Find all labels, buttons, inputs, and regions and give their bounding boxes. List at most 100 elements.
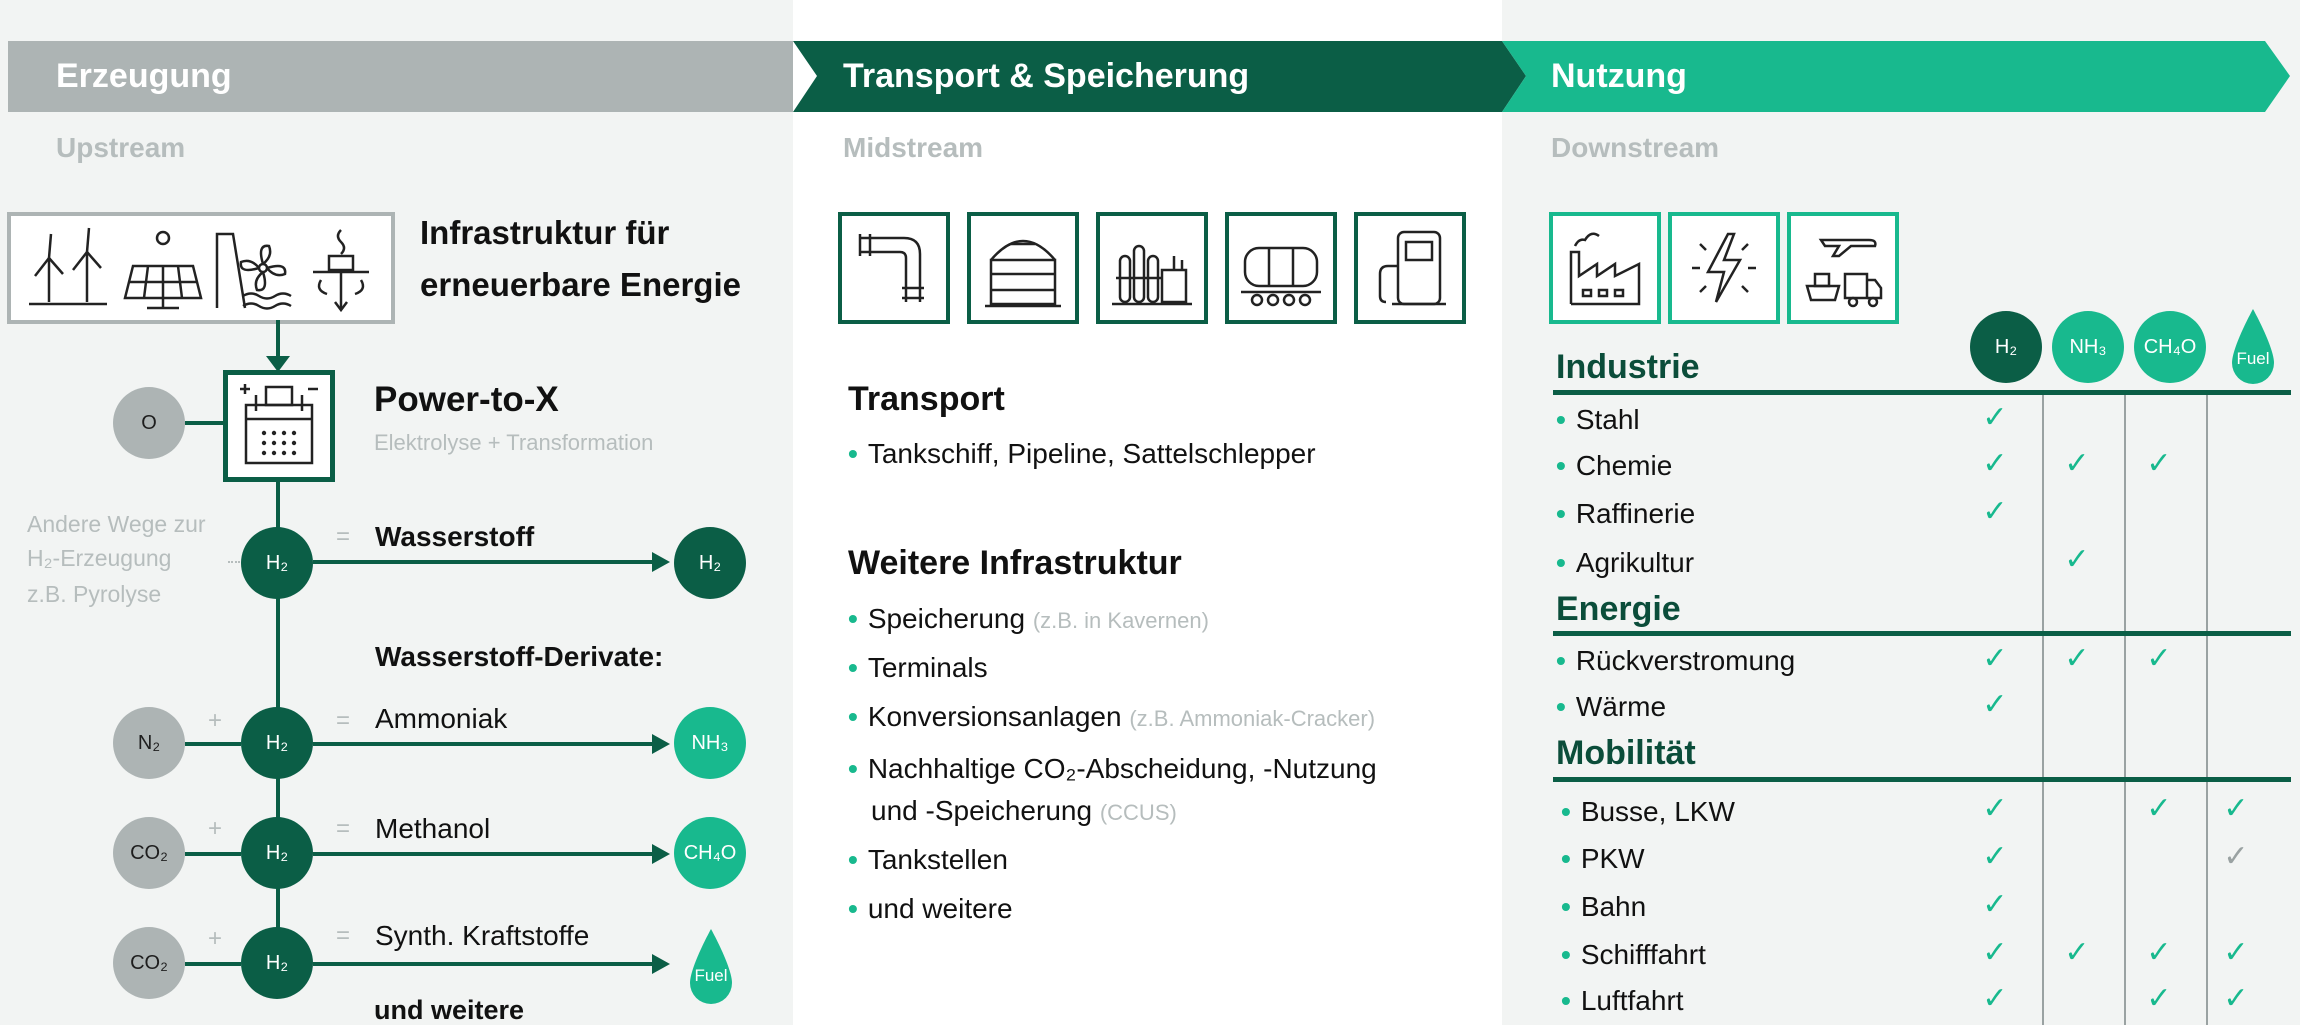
infra-item-ccus-line1: •Nachhaltige CO₂-Abscheidung, -Nutzung xyxy=(848,753,1377,784)
industrie-rule xyxy=(1553,390,2291,395)
h2-column-header: H₂ xyxy=(1970,311,2042,383)
co2-line-1 xyxy=(185,852,241,856)
section-mobilitaet: Mobilität xyxy=(1556,734,1696,772)
infra-item-speicherung: •Speicherung (z.B. in Kavernen) xyxy=(848,603,1209,634)
check-mark: ✓ xyxy=(2146,642,2172,675)
pipeline-box xyxy=(838,212,950,324)
ptx-title: Power-to-X xyxy=(374,380,559,419)
check-mark: ✓ xyxy=(1982,495,2008,528)
downstream-column-bg xyxy=(1502,0,2300,1025)
other-ways-line1: Andere Wege zur xyxy=(27,511,206,537)
wasserstoff-arrow-line xyxy=(313,560,658,564)
check-mark: ✓ xyxy=(1982,642,2008,675)
check-mark: ✓ xyxy=(2223,982,2249,1015)
row-schifffahrt: •Schifffahrt xyxy=(1561,939,1706,970)
upstream-label: Upstream xyxy=(56,132,186,163)
h2-circle-methanol: H₂ xyxy=(241,817,313,889)
erzeugung-title: Erzeugung xyxy=(56,57,232,95)
check-mark: ✓ xyxy=(2064,447,2090,480)
transport-title: Transport & Speicherung xyxy=(843,57,1250,95)
infra-item-text: Tankstellen xyxy=(867,844,1008,875)
fuel-pump-box xyxy=(1354,212,1466,324)
infra-item-note: (z.B. Ammoniak-Cracker) xyxy=(1129,706,1376,731)
equals-sign-2: = xyxy=(336,815,351,842)
check-mark: ✓ xyxy=(2146,447,2172,480)
infra-item-text: Terminals xyxy=(867,652,988,683)
electricity-icon xyxy=(1692,232,1756,303)
row-label: Luftfahrt xyxy=(1580,985,1684,1016)
fuel-drop-label: Fuel xyxy=(694,966,728,985)
infra-item-tankstellen: •Tankstellen xyxy=(848,844,1008,875)
fuel-arrowhead xyxy=(652,954,670,974)
section-energie: Energie xyxy=(1556,590,1681,628)
infra-item-text: und -Speicherung xyxy=(871,795,1093,826)
co2-circle-2: CO₂ xyxy=(113,927,185,999)
check-mark: ✓ xyxy=(1982,936,2008,969)
check-mark: ✓ xyxy=(2146,936,2172,969)
row-rueckverstromung: •Rückverstromung xyxy=(1556,645,1796,676)
derivate-title: Wasserstoff-Derivate: xyxy=(375,641,664,672)
infra-title-line1: Infrastruktur für xyxy=(420,214,670,251)
und-weitere-upstream: und weitere xyxy=(374,995,525,1025)
downstream-label: Downstream xyxy=(1551,132,1720,163)
column-separator-2 xyxy=(2124,393,2126,1025)
infra-to-ptx-line xyxy=(276,320,280,362)
fuel-pump-icon xyxy=(1378,230,1446,306)
infra-item-und-weitere: •und weitere xyxy=(848,893,1013,924)
hydro-power-icon xyxy=(215,232,292,310)
h2-circle-main: H₂ xyxy=(241,527,313,599)
check-mark: ✓ xyxy=(2064,936,2090,969)
row-stahl: •Stahl xyxy=(1556,404,1640,435)
synth-kraftstoffe-label: Synth. Kraftstoffe xyxy=(375,920,590,951)
column-separator-3 xyxy=(2206,393,2208,1025)
infra-title-line2: erneuerbare Energie xyxy=(420,266,741,303)
electrolyser-box xyxy=(223,370,335,482)
tank-wagon-box xyxy=(1225,212,1337,324)
row-bahn: •Bahn xyxy=(1561,891,1647,922)
transport-item-text: Tankschiff, Pipeline, Sattelschlepper xyxy=(867,438,1316,469)
row-agrikultur: •Agrikultur xyxy=(1556,547,1695,578)
infra-item-text: und weitere xyxy=(867,893,1013,924)
row-label: Chemie xyxy=(1575,450,1673,481)
wasserstoff-arrowhead xyxy=(652,552,670,572)
transport-item: •Tankschiff, Pipeline, Sattelschlepper xyxy=(848,438,1316,469)
check-mark: ✓ xyxy=(1982,401,2008,434)
transport-vehicles-icon xyxy=(1805,238,1883,308)
co2-line-2 xyxy=(185,962,241,966)
check-mark: ✓ xyxy=(2064,543,2090,576)
methanol-arrowhead xyxy=(652,844,670,864)
banner-arrows xyxy=(8,41,2290,112)
infra-item-note: (z.B. in Kavernen) xyxy=(1032,608,1209,633)
mobilitaet-rule xyxy=(1553,777,2291,782)
refinery-icon xyxy=(1112,244,1192,306)
plus-sign-1: + xyxy=(208,707,223,734)
check-mark: ✓ xyxy=(1982,792,2008,825)
midstream-label: Midstream xyxy=(843,132,984,163)
check-mark: ✓ xyxy=(1982,888,2008,921)
row-label: Raffinerie xyxy=(1575,498,1696,529)
wasserstoff-label: Wasserstoff xyxy=(375,521,535,552)
fuel-arrow-line xyxy=(313,962,658,966)
renewable-infra-box xyxy=(7,212,395,324)
row-waerme: •Wärme xyxy=(1556,691,1667,722)
plus-sign-2: + xyxy=(208,815,223,842)
fuel-column-header-drop xyxy=(2232,309,2274,384)
infra-item-note: (CCUS) xyxy=(1099,800,1177,825)
infra-item-text: Nachhaltige CO₂-Abscheidung, -Nutzung xyxy=(867,753,1377,784)
storage-box xyxy=(967,212,1079,324)
nh3-column-header: NH₃ xyxy=(2052,311,2124,383)
ch4o-column-header: CH₄O xyxy=(2134,311,2206,383)
factory-icon xyxy=(1569,232,1641,306)
infra-item-konversion: •Konversionsanlagen (z.B. Ammoniak-Crack… xyxy=(848,701,1376,732)
row-label: Rückverstromung xyxy=(1575,645,1796,676)
ptx-subtitle: Elektrolyse + Transformation xyxy=(374,430,654,455)
pipeline-icon xyxy=(858,234,924,302)
co2-circle-1: CO₂ xyxy=(113,817,185,889)
ammoniak-label: Ammoniak xyxy=(375,703,508,734)
h2-circle-fuel: H₂ xyxy=(241,927,313,999)
oxygen-circle: O xyxy=(113,387,185,459)
nh3-output-circle: NH₃ xyxy=(674,707,746,779)
column-separator-1 xyxy=(2042,393,2044,1025)
energy-box xyxy=(1668,212,1780,324)
h2-output-circle: H₂ xyxy=(674,527,746,599)
